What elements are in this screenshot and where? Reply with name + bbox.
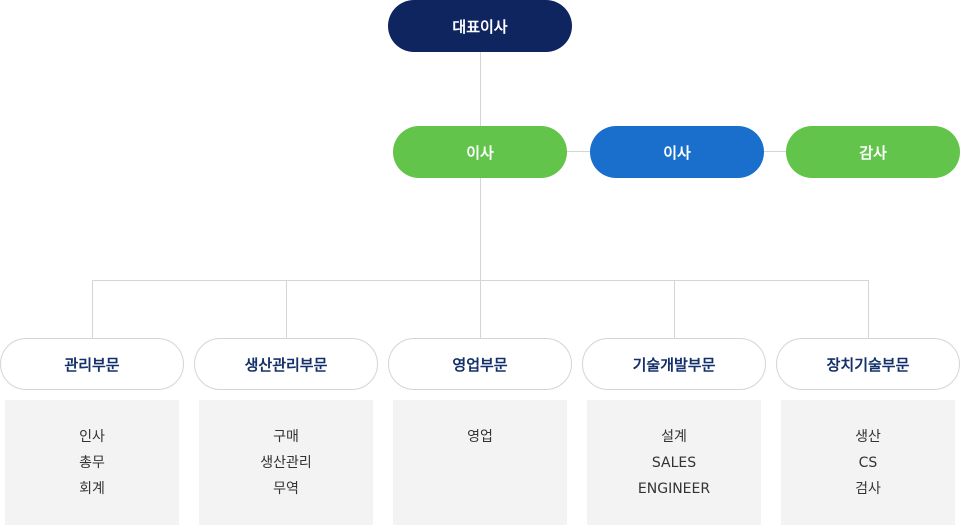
director-label-2: 이사 — [663, 143, 691, 162]
department-production-management: 생산관리부문 — [194, 338, 378, 390]
connector-ceo-board — [480, 52, 481, 126]
director-label-1: 이사 — [466, 143, 494, 162]
list-item: 검사 — [855, 481, 881, 497]
department-items-box: 인사 총무 회계 — [5, 400, 179, 525]
department-label: 생산관리부문 — [244, 355, 328, 374]
department-label: 관리부문 — [64, 355, 120, 374]
director-node-1: 이사 — [393, 126, 567, 178]
ceo-node: 대표이사 — [388, 0, 572, 52]
connector-dept-1 — [92, 280, 93, 338]
list-item: SALES — [651, 455, 697, 471]
list-item: 설계 — [661, 429, 687, 445]
connector-dept-3 — [480, 280, 481, 338]
department-tech-development: 기술개발부문 — [582, 338, 766, 390]
department-items-box: 구매 생산관리 무역 — [199, 400, 373, 525]
list-item: 인사 — [79, 429, 105, 445]
list-item: 구매 — [273, 429, 299, 445]
connector-dept-2 — [286, 280, 287, 338]
department-label: 기술개발부문 — [632, 355, 716, 374]
list-item: 회계 — [79, 481, 105, 497]
list-item: 영업 — [467, 429, 493, 445]
department-items-box: 영업 — [393, 400, 567, 525]
auditor-node: 감사 — [786, 126, 960, 178]
list-item: CS — [858, 455, 878, 471]
list-item: ENGINEER — [637, 481, 711, 497]
list-item: 무역 — [273, 481, 299, 497]
department-items-box: 설계 SALES ENGINEER — [587, 400, 761, 525]
auditor-label: 감사 — [859, 143, 887, 162]
department-label: 영업부문 — [452, 355, 508, 374]
director-node-2: 이사 — [590, 126, 764, 178]
department-sales: 영업부문 — [388, 338, 572, 390]
ceo-label: 대표이사 — [452, 17, 508, 36]
list-item: 생산관리 — [260, 455, 312, 471]
list-item: 생산 — [855, 429, 881, 445]
connector-board-depts — [480, 178, 481, 280]
connector-dept-5 — [868, 280, 869, 338]
department-management: 관리부문 — [0, 338, 184, 390]
department-items-box: 생산 CS 검사 — [781, 400, 955, 525]
list-item: 총무 — [79, 455, 105, 471]
department-label: 장치기술부문 — [826, 355, 910, 374]
department-equipment-tech: 장치기술부문 — [776, 338, 960, 390]
connector-dept-4 — [674, 280, 675, 338]
